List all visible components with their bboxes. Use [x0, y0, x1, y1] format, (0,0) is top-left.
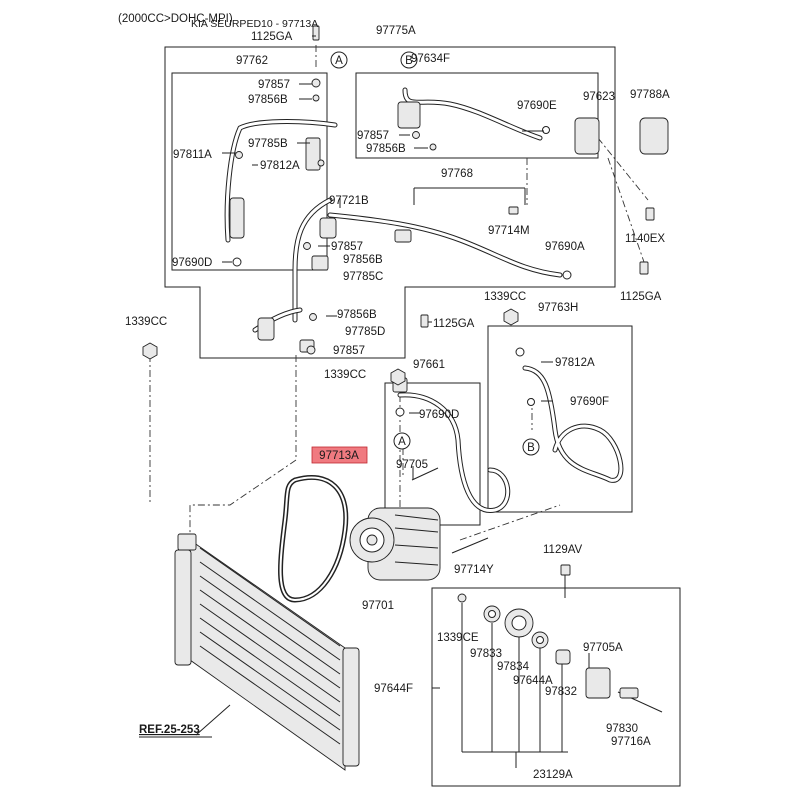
group-frames [164, 46, 681, 787]
label-97762: 97762 [236, 55, 268, 67]
label-97763H: 97763H [538, 302, 578, 314]
label-97690F: 97690F [570, 396, 609, 408]
label-97832: 97832 [545, 686, 577, 698]
label-97830: 97830 [606, 723, 638, 735]
label-1125GA-r: 1125GA [620, 291, 662, 303]
label-97834: 97834 [497, 661, 530, 673]
label-97705-a: 97705 [396, 459, 428, 471]
part-labels: 1125GA 97775A 97762 97634F 97857 97856B … [125, 25, 670, 781]
label-97857-d: 97857 [333, 345, 365, 357]
svg-text:A: A [398, 436, 406, 448]
label-97833: 97833 [470, 648, 502, 660]
label-97716A: 97716A [611, 736, 651, 748]
label-1339CC-l: 1339CC [125, 316, 167, 328]
title-part: KIA SEURPED10 - 97713A [191, 18, 318, 30]
label-97623: 97623 [583, 91, 615, 103]
drive-belt-97713A [278, 474, 349, 603]
label-97690E: 97690E [517, 100, 557, 112]
hose-97763H [515, 347, 624, 483]
mid-pipe-connector [252, 307, 315, 353]
compressor-97701 [349, 467, 489, 581]
label-97856B-c: 97856B [343, 254, 383, 266]
label-97721B: 97721B [329, 195, 369, 207]
label-97857-c: 97857 [331, 241, 363, 253]
label-97690D-b: 97690D [419, 409, 459, 421]
label-97714Y: 97714Y [454, 564, 494, 576]
label-1339CC-m: 1339CC [484, 291, 526, 303]
label-1339CE: 1339CE [437, 632, 479, 644]
svg-text:B: B [527, 442, 535, 454]
upper-pipe-97768 [292, 197, 572, 323]
label-97690D-a: 97690D [172, 257, 212, 269]
idler-kit-23129A [432, 575, 663, 768]
highlighted-part-97713A[interactable]: 97713A [311, 446, 368, 464]
label-97644F: 97644F [374, 683, 413, 695]
label-97644A: 97644A [513, 675, 553, 687]
label-97785B: 97785B [248, 138, 288, 150]
label-97788A: 97788A [630, 89, 670, 101]
ref-link[interactable]: REF.25-253 [139, 724, 212, 738]
label-97811A: 97811A [173, 149, 212, 161]
label-1140EX: 1140EX [625, 233, 665, 245]
label-97634F: 97634F [411, 53, 450, 65]
engine-note: (2000CC>DOHC-MPI) [118, 13, 233, 25]
upper-pipe-97762 [224, 119, 338, 267]
svg-text:A: A [335, 55, 343, 67]
svg-text:B: B [405, 55, 413, 67]
callout-a-low: A [393, 432, 411, 450]
label-97856B-d: 97856B [337, 309, 377, 321]
label-97856B-a: 97856B [248, 94, 288, 106]
label-97768: 97768 [441, 168, 473, 180]
label-1129AV: 1129AV [543, 544, 583, 556]
svg-text:REF.25-253: REF.25-253 [139, 724, 200, 736]
condenser [174, 533, 360, 771]
label-leaders [222, 35, 590, 668]
label-1125GA-top: 1125GA [251, 31, 293, 43]
label-97661: 97661 [413, 359, 445, 371]
label-97857-b: 97857 [357, 130, 389, 142]
label-97785D: 97785D [345, 326, 385, 338]
label-23129A: 23129A [533, 769, 573, 781]
label-97690A: 97690A [545, 241, 585, 253]
callout-a-top: A [330, 51, 348, 69]
label-97857-a: 97857 [258, 79, 290, 91]
label-97775A: 97775A [376, 25, 416, 37]
upper-pipe-97634F [397, 87, 600, 155]
callout-b-low: B [522, 438, 540, 456]
label-97701: 97701 [362, 600, 394, 612]
svg-text:97713A: 97713A [319, 450, 359, 462]
label-97785C: 97785C [343, 271, 383, 283]
label-1339CC-c: 1339CC [324, 369, 366, 381]
callout-b-top: B [400, 51, 418, 69]
hose-97661 [392, 377, 511, 513]
label-97812A-a: 97812A [260, 160, 300, 172]
label-97705A: 97705A [583, 642, 623, 654]
label-97714M: 97714M [488, 225, 530, 237]
label-97812A-b: 97812A [555, 357, 595, 369]
label-1125GA-m: 1125GA [433, 318, 475, 330]
fasteners [142, 25, 669, 576]
label-97856B-b: 97856B [366, 143, 406, 155]
